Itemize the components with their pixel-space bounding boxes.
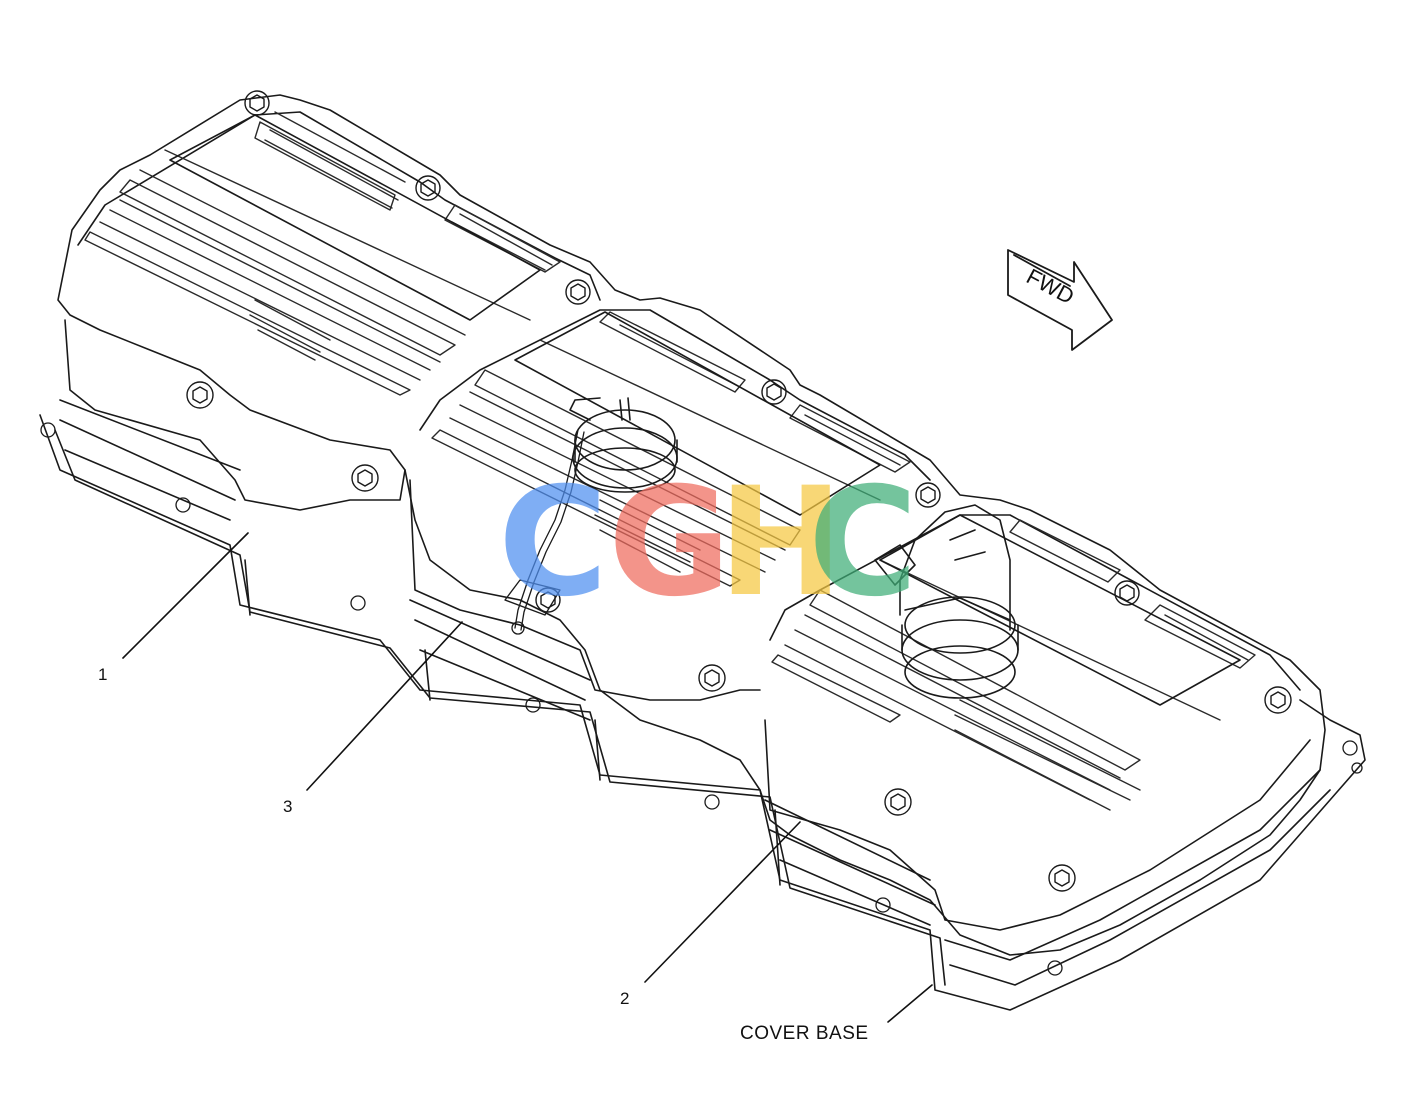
base-bosses <box>40 422 1363 976</box>
watermark-letter-3: H <box>718 456 844 630</box>
cover-body-outline <box>57 94 1326 956</box>
cover-bolts <box>186 90 1292 892</box>
fwd-arrow-icon <box>1007 249 1113 351</box>
leader-2 <box>644 821 801 983</box>
top-panel-3 <box>879 514 1241 706</box>
leader-lines <box>122 532 933 1023</box>
leader-3 <box>306 621 463 791</box>
top-panel-2 <box>514 311 881 516</box>
bay2-fins <box>431 311 911 587</box>
bay3-fins <box>771 519 1256 811</box>
watermark-letter-4: C <box>808 456 919 630</box>
watermark-letter-1: C <box>498 456 609 630</box>
leader-cover-base <box>887 984 933 1023</box>
top-panel-1 <box>169 114 541 321</box>
callout-cover-base: COVER BASE <box>740 1023 869 1044</box>
bay1-fins <box>84 111 561 396</box>
watermark-letter-2: G <box>608 456 732 630</box>
base-flange-outline <box>39 414 1366 1011</box>
callout-3: 3 <box>283 797 293 816</box>
leader-1 <box>122 532 249 659</box>
breather-tube <box>874 504 1019 699</box>
oil-filler-cap <box>569 397 678 493</box>
callout-2: 2 <box>620 989 630 1008</box>
tether-chain <box>504 429 585 635</box>
callout-1: 1 <box>98 665 108 684</box>
